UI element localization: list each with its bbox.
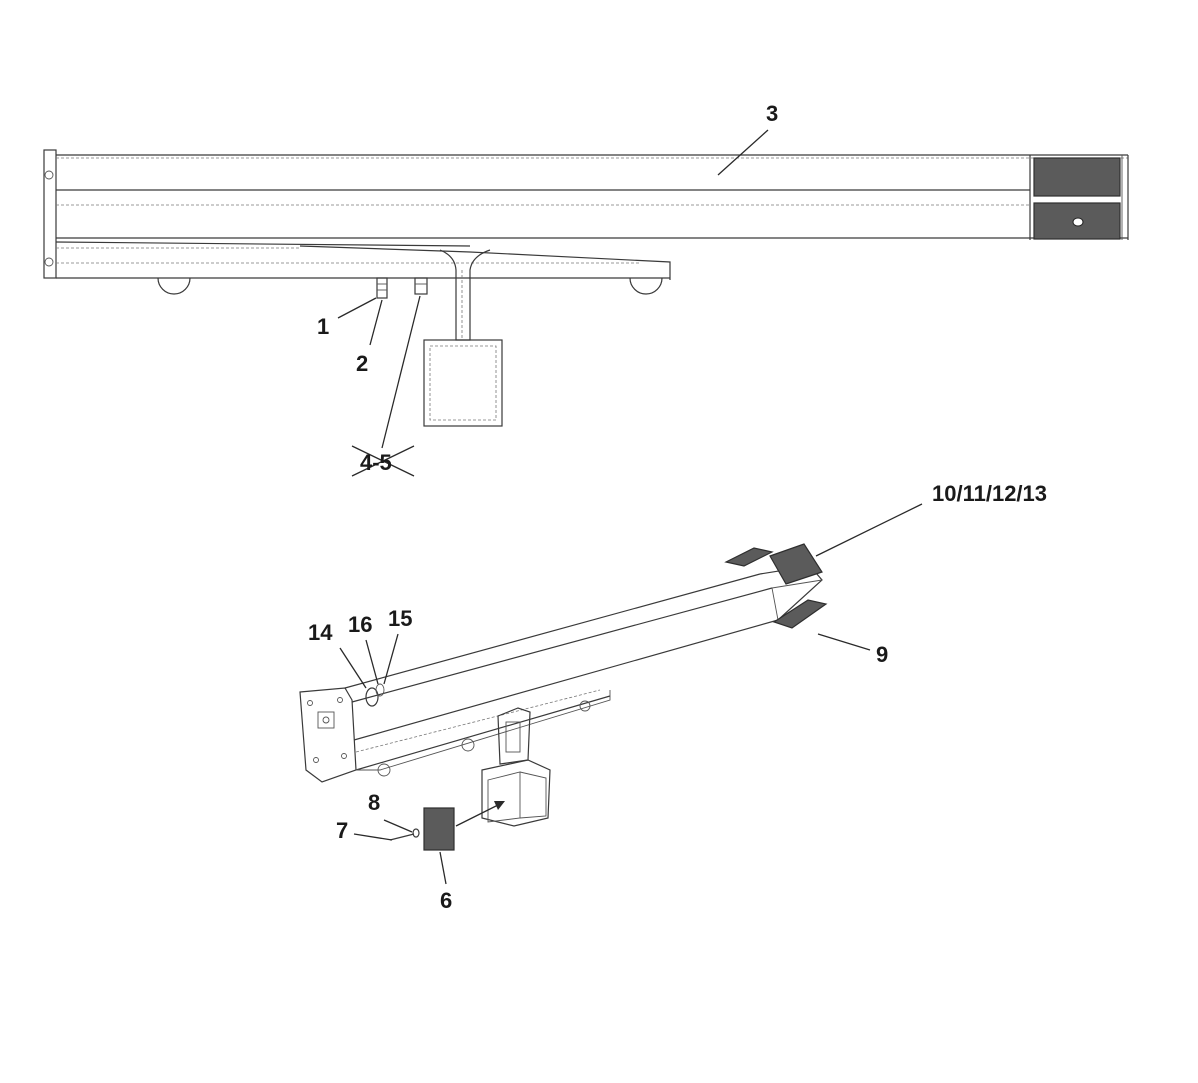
callout-10-13: 10/11/12/13 <box>932 481 1047 506</box>
iso-hanger <box>497 707 531 765</box>
roller-left <box>157 277 191 295</box>
leader-2 <box>369 299 383 346</box>
mounting-plate <box>423 339 503 427</box>
callout-15: 15 <box>388 606 412 631</box>
callout-8: 8 <box>368 790 380 815</box>
callout-9: 9 <box>876 642 888 667</box>
callout-4-5: 4-5 <box>360 450 392 475</box>
callout-7: 7 <box>336 818 348 843</box>
fitting-14 <box>365 687 379 707</box>
pad-6 <box>423 807 455 851</box>
leader-15 <box>383 633 399 685</box>
fitting-4-5 <box>414 277 428 295</box>
callout-16: 16 <box>348 612 372 637</box>
tip-pad-1 <box>724 547 774 567</box>
fitting-1-2 <box>376 277 388 299</box>
boom-isometric-view <box>299 543 828 851</box>
callout-1: 1 <box>317 314 329 339</box>
leader-6 <box>439 851 447 885</box>
iso-end-plate <box>299 687 357 783</box>
wear-pad-lower <box>1033 202 1121 240</box>
callout-14: 14 <box>308 620 333 645</box>
strike-4-5-b <box>351 445 415 477</box>
leader-9 <box>817 633 871 651</box>
tip-pad-2 <box>769 543 823 585</box>
washer-8 <box>412 828 420 838</box>
leader-1 <box>337 297 377 319</box>
leader-3 <box>717 129 769 176</box>
tip-pad-3 <box>772 599 828 629</box>
callout-3: 3 <box>766 101 778 126</box>
iso-socket-box <box>481 759 551 827</box>
fitting-16 <box>375 683 385 697</box>
leader-10-13 <box>815 503 923 557</box>
callout-6: 6 <box>440 888 452 913</box>
screw-7 <box>389 833 415 841</box>
leader-14 <box>339 647 367 689</box>
wear-pad-upper <box>1033 157 1121 197</box>
arrow-6-head <box>494 801 505 810</box>
boom-end-plate <box>43 149 57 279</box>
boom-side-view <box>43 149 1129 427</box>
hanger-bracket <box>439 249 491 341</box>
callout-2: 2 <box>356 351 368 376</box>
leader-16 <box>365 639 379 685</box>
leader-8 <box>383 819 413 833</box>
leader-7 <box>353 833 393 841</box>
leader-4-5 <box>381 295 421 449</box>
roller-right <box>629 277 663 295</box>
arrow-6 <box>455 803 501 827</box>
